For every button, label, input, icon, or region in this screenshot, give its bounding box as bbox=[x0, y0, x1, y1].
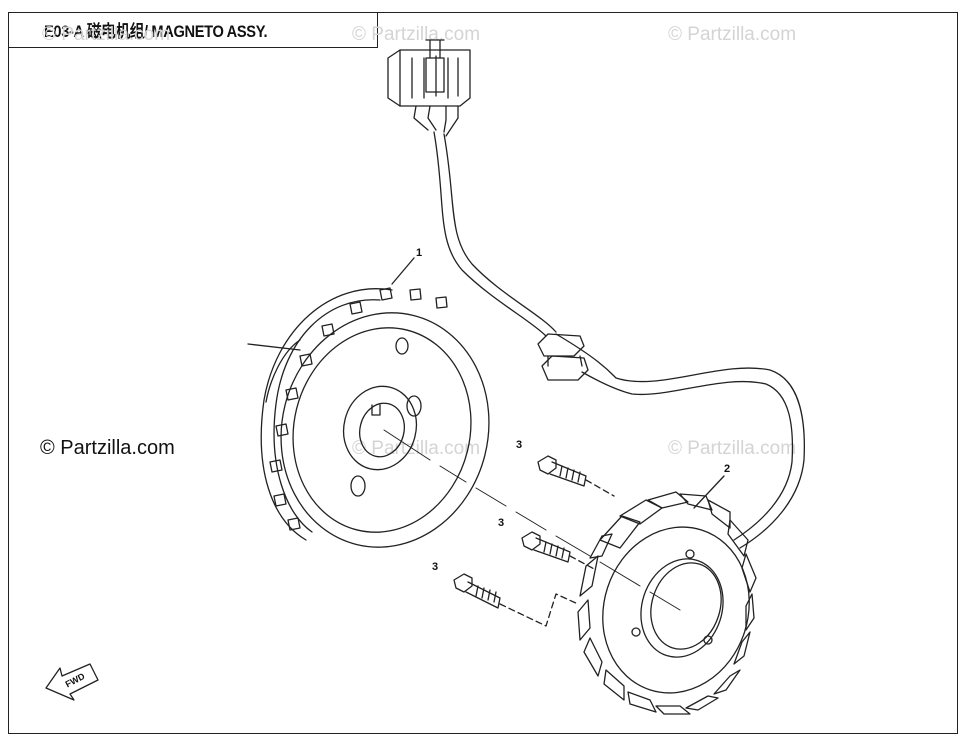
diagram-title: E03-A 磁电机组/ MAGNETO ASSY. bbox=[44, 22, 268, 41]
callout-2: 2 bbox=[724, 463, 730, 475]
title-box bbox=[8, 12, 378, 48]
watermark-top-left: © Partzilla.com bbox=[42, 24, 171, 45]
grommet bbox=[537, 333, 589, 381]
watermark-mid-right: © Partzilla.com bbox=[668, 438, 797, 459]
diagram-frame bbox=[8, 12, 958, 734]
bolt-upper bbox=[537, 455, 615, 497]
wire-harness bbox=[433, 131, 805, 549]
callout-1: 1 bbox=[416, 247, 422, 259]
connector-plug bbox=[387, 39, 471, 137]
callout-3-lower: 3 bbox=[432, 561, 438, 573]
bolt-lower bbox=[453, 573, 579, 627]
leader-line-1 bbox=[391, 257, 415, 285]
fwd-arrow bbox=[45, 663, 99, 701]
flywheel-rotor bbox=[247, 287, 490, 548]
copyright-text: © Partzilla.com bbox=[40, 437, 175, 459]
callout-3-upper: 3 bbox=[516, 439, 522, 451]
stator-coil bbox=[577, 491, 757, 715]
bolt-middle bbox=[521, 531, 597, 571]
watermark-top-center: © Partzilla.com bbox=[352, 24, 481, 45]
leader-line-2 bbox=[693, 475, 725, 509]
callout-3-middle: 3 bbox=[498, 517, 504, 529]
watermark-mid-center: © Partzilla.com bbox=[352, 438, 481, 459]
watermark-top-right: © Partzilla.com bbox=[668, 24, 797, 45]
